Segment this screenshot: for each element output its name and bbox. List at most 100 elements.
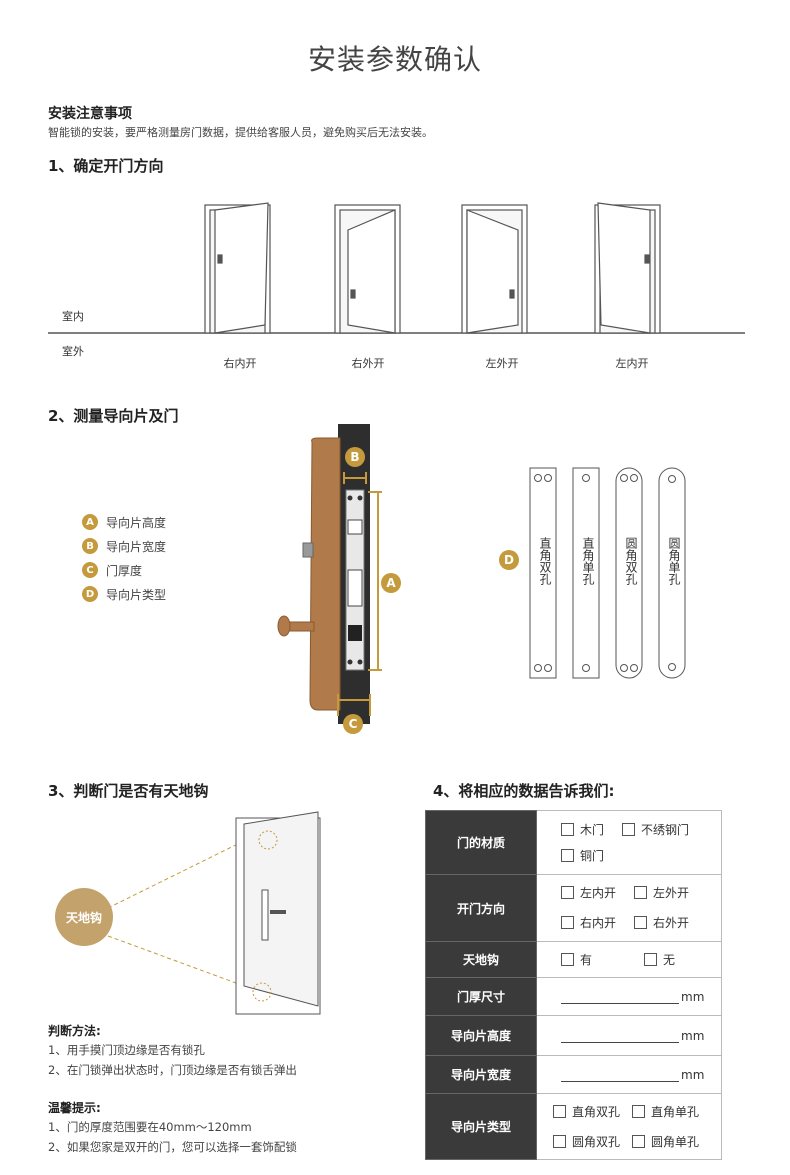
- thickness-field[interactable]: mm: [536, 977, 722, 1016]
- form-row-label: 导向片宽度: [425, 1055, 537, 1094]
- door-label-2: 右外开: [351, 357, 385, 370]
- section3-heading: 3、判断门是否有天地钩: [48, 782, 209, 800]
- hook-badge: 天地钩: [55, 888, 113, 946]
- option-label: 铜门: [580, 848, 605, 863]
- checkbox[interactable]: [561, 848, 574, 862]
- method-line-2: 2、在门锁弹出状态时，门顶边缘是否有锁舌弹出: [48, 1063, 297, 1077]
- tips-line-2: 2、如果您家是双开的门，您可以选择一套饰配锁: [48, 1140, 297, 1154]
- checkbox-option[interactable]: 木门: [561, 821, 604, 838]
- checkbox-option[interactable]: 有: [561, 951, 592, 968]
- checkbox-option[interactable]: 直角双孔: [553, 1103, 620, 1120]
- legend-item: C 门厚度: [82, 558, 166, 582]
- badge-b: B: [345, 447, 365, 467]
- method-line-1: 1、用手摸门顶边缘是否有锁孔: [48, 1043, 205, 1057]
- checkbox-option[interactable]: 无: [644, 951, 675, 968]
- outdoor-label: 室外: [62, 345, 84, 358]
- option-label: 有: [580, 952, 593, 967]
- door-direction-illustration: [48, 202, 745, 334]
- checkbox-option[interactable]: 铜门: [561, 847, 604, 864]
- direction-options: 左内开 左外开 右内开 右外开: [536, 874, 722, 942]
- checkbox-option[interactable]: 直角单孔: [632, 1103, 699, 1120]
- legend-label: 导向片高度: [106, 515, 167, 530]
- form-row-label: 门的材质: [425, 810, 537, 875]
- section2-heading: 2、测量导向片及门: [48, 407, 179, 425]
- legend-label: 导向片宽度: [106, 539, 167, 554]
- blank-line[interactable]: [561, 1002, 679, 1004]
- checkbox[interactable]: [561, 822, 574, 836]
- strike-type-label: 直角单孔: [581, 537, 595, 585]
- door-right-inward: [204, 202, 271, 334]
- checkbox[interactable]: [561, 952, 574, 966]
- option-label: 右外开: [653, 916, 690, 930]
- indoor-label: 室内: [62, 310, 84, 323]
- door-label-3: 左外开: [485, 357, 519, 370]
- option-label: 直角单孔: [651, 1104, 700, 1119]
- strike-type-options: 直角双孔 直角单孔 圆角双孔 圆角单孔: [536, 1093, 722, 1160]
- blank-line[interactable]: [561, 1080, 679, 1082]
- option-label: 不绣钢门: [641, 822, 690, 837]
- checkbox-option[interactable]: 左内开: [561, 884, 616, 901]
- door-right-outward: [334, 204, 401, 334]
- badge-d: D: [499, 550, 519, 570]
- legend-badge: C: [82, 562, 98, 578]
- checkbox[interactable]: [632, 1134, 646, 1148]
- legend-item: A 导向片高度: [82, 510, 166, 534]
- hook-illustration: [107, 811, 321, 1015]
- legend-item: D 导向片类型: [82, 582, 166, 606]
- tips-heading: 温馨提示:: [48, 1101, 101, 1115]
- notice-text: 智能锁的安装，要严格测量房门数据，提供给客服人员，避免购买后无法安装。: [48, 126, 433, 139]
- hook-options: 有无: [536, 941, 722, 978]
- section4-heading: 4、将相应的数据告诉我们:: [433, 782, 615, 800]
- checkbox[interactable]: [632, 1104, 646, 1118]
- blank-line[interactable]: [561, 1041, 679, 1043]
- checkbox[interactable]: [561, 886, 574, 899]
- tips-line-1: 1、门的厚度范围要在40mm～120mm: [48, 1120, 252, 1134]
- measure-legend: A 导向片高度 B 导向片宽度 C 门厚度 D 导向片类型: [82, 510, 166, 606]
- page-title: 安装参数确认: [307, 43, 482, 76]
- door-left-inward: [594, 202, 661, 334]
- notice-heading: 安装注意事项: [48, 106, 132, 122]
- checkbox[interactable]: [634, 916, 648, 929]
- strike-type-label: 直角双孔: [538, 537, 552, 585]
- checkbox-option[interactable]: 左外开: [634, 884, 689, 901]
- unit-label: mm: [681, 1067, 705, 1082]
- checkbox-option[interactable]: 圆角双孔: [553, 1133, 620, 1150]
- legend-badge: D: [82, 586, 98, 602]
- legend-label: 导向片类型: [106, 587, 167, 602]
- door-label-4: 左内开: [615, 357, 649, 370]
- checkbox-option[interactable]: 右内开: [561, 914, 616, 931]
- door-label-1: 右内开: [223, 357, 257, 370]
- checkbox[interactable]: [553, 1104, 566, 1118]
- option-label: 右内开: [580, 916, 617, 930]
- strike-type-label: 圆角双孔: [624, 537, 638, 585]
- legend-badge: B: [82, 538, 98, 554]
- option-label: 无: [663, 952, 676, 967]
- checkbox[interactable]: [634, 886, 648, 899]
- unit-label: mm: [681, 1028, 705, 1043]
- legend-label: 门厚度: [106, 563, 143, 578]
- checkbox[interactable]: [561, 916, 574, 929]
- lock-measure-illustration: [277, 424, 382, 724]
- checkbox[interactable]: [622, 822, 636, 836]
- legend-item: B 导向片宽度: [82, 534, 166, 558]
- strike-height-field[interactable]: mm: [536, 1015, 722, 1056]
- unit-label: mm: [681, 989, 705, 1004]
- option-label: 木门: [580, 822, 605, 837]
- checkbox[interactable]: [644, 952, 658, 966]
- door-left-outward: [461, 204, 528, 334]
- method-heading: 判断方法:: [48, 1024, 101, 1038]
- legend-badge: A: [82, 514, 98, 530]
- checkbox-option[interactable]: 圆角单孔: [632, 1133, 699, 1150]
- checkbox[interactable]: [553, 1134, 566, 1148]
- form-row-label: 门厚尺寸: [425, 977, 537, 1016]
- strike-width-field[interactable]: mm: [536, 1055, 722, 1094]
- option-label: 左内开: [580, 886, 617, 900]
- checkbox-option[interactable]: 不绣钢门: [622, 821, 689, 838]
- form-row-label: 导向片类型: [425, 1093, 537, 1160]
- strike-plates: [529, 467, 686, 679]
- badge-a: A: [381, 573, 401, 593]
- option-label: 圆角单孔: [651, 1134, 700, 1149]
- badge-c: C: [343, 714, 363, 734]
- option-label: 直角双孔: [572, 1104, 621, 1119]
- checkbox-option[interactable]: 右外开: [634, 914, 689, 931]
